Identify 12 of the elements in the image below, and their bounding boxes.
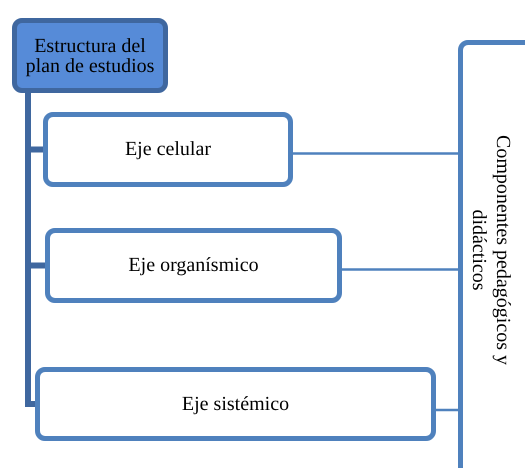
heading-box bbox=[12, 18, 168, 93]
node-label: Componentes pedagógicos y didácticos bbox=[467, 134, 515, 367]
connector-line bbox=[342, 268, 458, 271]
process-box bbox=[45, 228, 342, 303]
node-label: Eje celular bbox=[124, 138, 212, 161]
connector-line bbox=[293, 152, 458, 155]
node-label: Eje sistémico bbox=[182, 392, 290, 416]
process-box bbox=[43, 112, 293, 187]
node-label: Eje organísmico bbox=[128, 254, 259, 277]
node-label: Estructura del plan de estudios bbox=[24, 36, 156, 76]
connector-line bbox=[436, 408, 458, 412]
process-box bbox=[35, 367, 436, 441]
